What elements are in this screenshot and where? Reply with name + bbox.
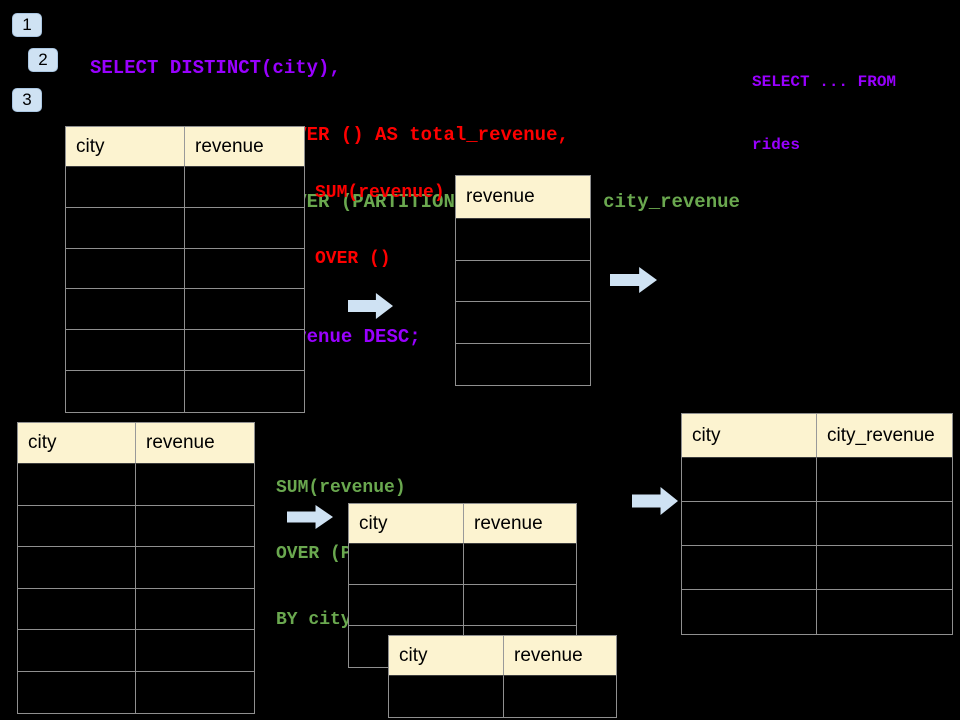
- annotation-line: SUM(revenue): [276, 478, 406, 498]
- empty-table-cell: [185, 330, 304, 372]
- empty-table-cell: [185, 208, 304, 249]
- column-header-city: city: [18, 423, 136, 464]
- empty-table-cell: [136, 589, 254, 630]
- empty-table-cell: [682, 502, 817, 546]
- column-header-city: city: [66, 127, 185, 167]
- empty-table-cell: [464, 544, 576, 585]
- empty-table-cell: [456, 219, 590, 261]
- empty-table-cell: [18, 505, 136, 547]
- column-header-city-revenue: city_revenue: [817, 414, 952, 458]
- column-header-city: city: [349, 504, 464, 544]
- table-rides-source-top: city revenue: [65, 126, 305, 413]
- column-header-revenue: revenue: [136, 423, 254, 464]
- empty-table-cell: [817, 590, 952, 634]
- empty-table-cell: [18, 671, 136, 713]
- empty-table-cell: [185, 249, 304, 290]
- empty-table-cell: [18, 588, 136, 630]
- empty-table-cell: [136, 464, 254, 506]
- step-badge-2: 2: [28, 48, 58, 72]
- empty-table-cell: [18, 464, 136, 506]
- empty-table-cell: [185, 371, 304, 412]
- empty-table-cell: [18, 547, 136, 589]
- empty-table-cell: [66, 289, 185, 331]
- empty-table-cell: [66, 371, 185, 412]
- table-partition-group-front: city revenue: [388, 635, 617, 718]
- sql-snippet-line-2: rides: [752, 136, 801, 154]
- column-header-revenue: revenue: [464, 504, 576, 544]
- column-header-revenue: revenue: [456, 176, 590, 219]
- empty-table-cell: [817, 546, 952, 590]
- empty-table-cell: [456, 344, 590, 386]
- step-badge-1: 1: [12, 13, 42, 37]
- empty-table-cell: [817, 458, 952, 502]
- sql-snippet-line-1: SELECT ... FROM: [752, 73, 897, 91]
- empty-table-cell: [817, 502, 952, 546]
- empty-table-cell: [136, 506, 254, 547]
- empty-table-cell: [66, 167, 185, 208]
- empty-table-cell: [504, 676, 616, 717]
- sql-snippet-select-from-rides: SELECT ... FROM rides: [752, 30, 896, 198]
- annotation-sum-over-all: SUM(revenue) OVER (): [315, 138, 445, 314]
- empty-table-cell: [136, 630, 254, 672]
- empty-table-cell: [456, 261, 590, 302]
- column-header-revenue: revenue: [185, 127, 304, 167]
- step-badge-3: 3: [12, 88, 42, 112]
- empty-table-cell: [66, 207, 185, 249]
- empty-table-cell: [349, 544, 464, 585]
- empty-table-cell: [136, 547, 254, 589]
- empty-table-cell: [349, 585, 464, 626]
- column-header-revenue: revenue: [504, 636, 616, 676]
- empty-table-cell: [682, 546, 817, 590]
- empty-table-cell: [66, 330, 185, 372]
- empty-table-cell: [185, 289, 304, 331]
- empty-table-cell: [682, 458, 817, 502]
- sql-line-select: SELECT DISTINCT(city),: [90, 56, 341, 79]
- table-result-city-revenue: city city_revenue: [681, 413, 953, 635]
- empty-table-cell: [185, 167, 304, 208]
- empty-table-cell: [18, 630, 136, 672]
- table-rides-source-bottom: city revenue: [17, 422, 255, 714]
- empty-table-cell: [464, 585, 576, 626]
- column-header-city: city: [682, 414, 817, 458]
- annotation-line: SUM(revenue): [315, 183, 445, 203]
- empty-table-cell: [389, 676, 504, 717]
- empty-table-cell: [66, 248, 185, 290]
- table-revenue-window: revenue: [455, 175, 591, 386]
- empty-table-cell: [682, 590, 817, 634]
- empty-table-cell: [136, 672, 254, 714]
- right-arrow-icon: [632, 487, 678, 515]
- column-header-city: city: [389, 636, 504, 676]
- annotation-line: OVER (): [315, 249, 391, 269]
- empty-table-cell: [456, 302, 590, 344]
